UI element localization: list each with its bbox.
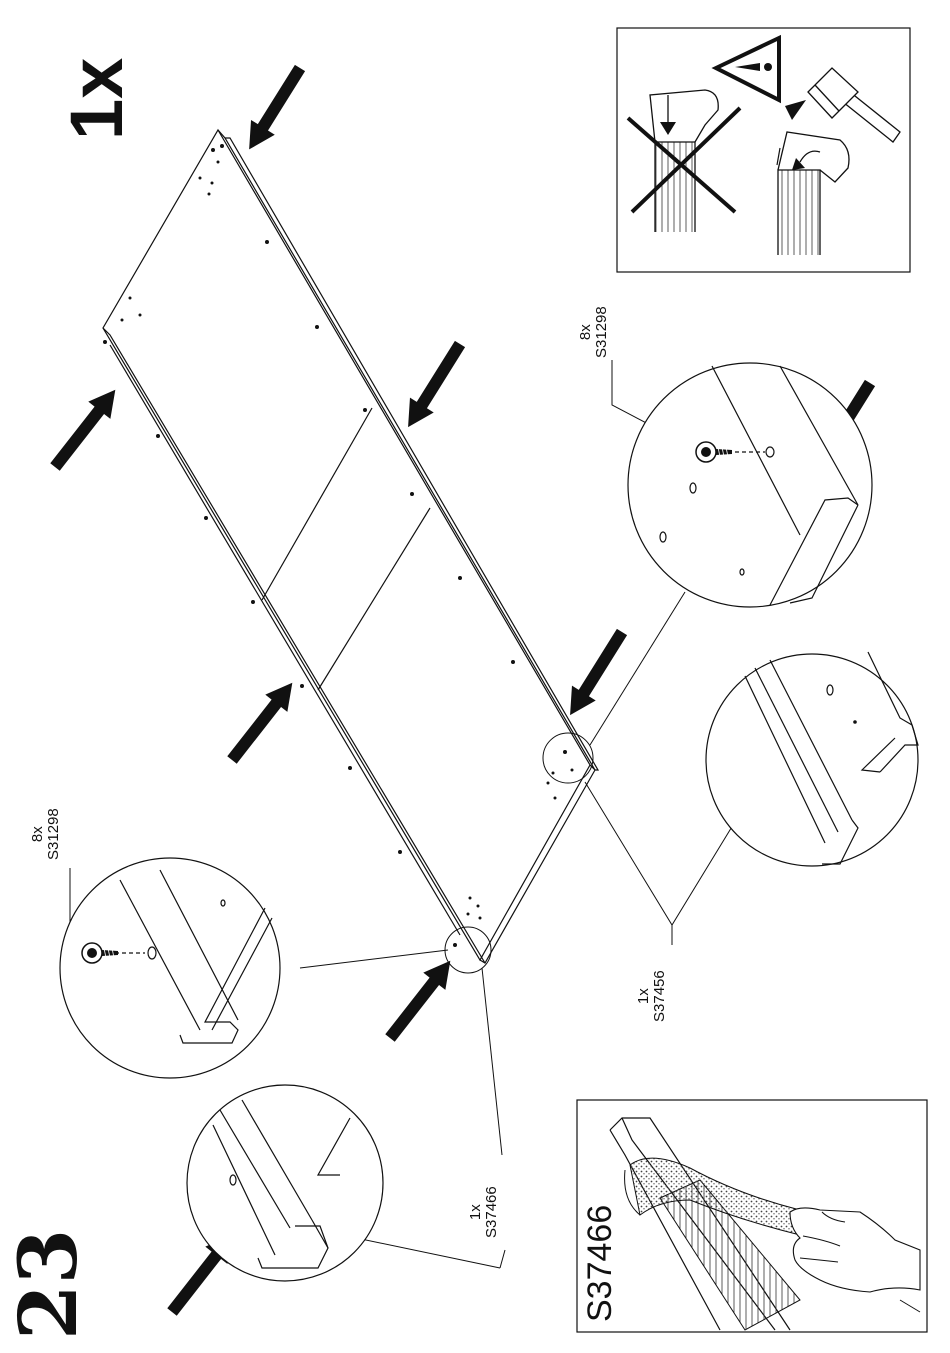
- detail-profile-right: [706, 652, 918, 866]
- panel-outline: [103, 130, 598, 963]
- detail-profile-left: [187, 1085, 383, 1281]
- part-code: S37466: [484, 1186, 500, 1238]
- reference-box: [577, 1100, 927, 1332]
- part-qty: 1x: [468, 1186, 484, 1238]
- warning-box: [617, 28, 910, 272]
- part-qty: 8x: [578, 306, 594, 358]
- step-number: 23: [8, 1229, 88, 1340]
- part-label-screw-right: 8x S31298: [578, 306, 610, 358]
- part-label-profile-left: 1x S37466: [468, 1186, 500, 1238]
- part-code: S37456: [652, 970, 668, 1022]
- part-label-screw-left: 8x S31298: [30, 808, 62, 860]
- part-code: S31298: [594, 306, 610, 358]
- part-qty: 8x: [30, 808, 46, 860]
- part-qty: 1x: [636, 970, 652, 1022]
- detail-screw-left: [60, 858, 280, 1078]
- reference-code: S37466: [583, 1205, 617, 1322]
- part-code: S31298: [46, 808, 62, 860]
- quantity-label: 1x: [60, 58, 134, 140]
- detail-screw-right: [628, 363, 872, 607]
- part-label-profile-right: 1x S37456: [636, 970, 668, 1022]
